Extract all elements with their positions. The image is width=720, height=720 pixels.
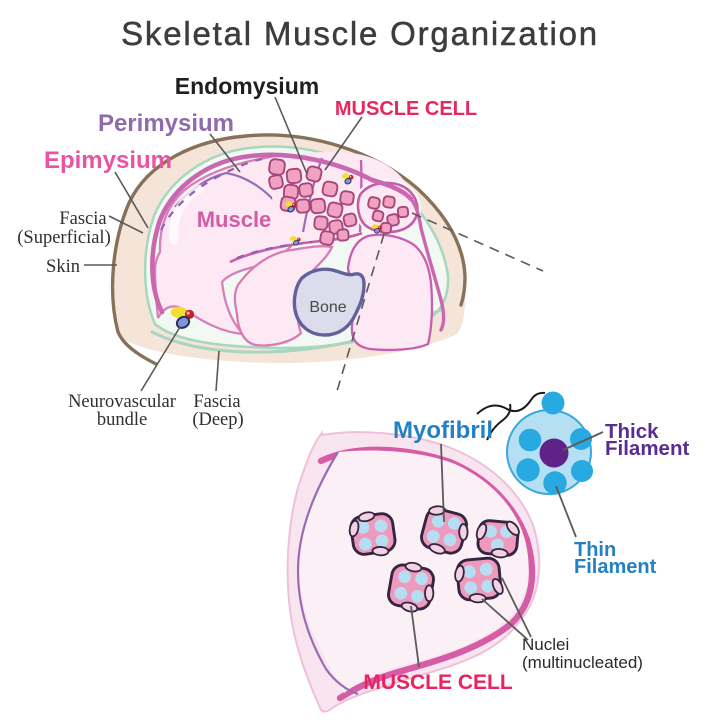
svg-text:bundle: bundle (97, 410, 147, 430)
svg-text:Myofibril: Myofibril (393, 417, 493, 444)
svg-text:Filament: Filament (605, 437, 689, 460)
svg-text:Endomysium: Endomysium (175, 73, 319, 99)
svg-text:MUSCLE CELL: MUSCLE CELL (363, 671, 513, 694)
svg-text:Thick: Thick (605, 420, 659, 443)
svg-text:Skeletal Muscle Organization: Skeletal Muscle Organization (121, 15, 599, 52)
svg-text:Perimysium: Perimysium (98, 110, 234, 137)
svg-text:(multinucleated): (multinucleated) (522, 653, 643, 672)
svg-text:Muscle: Muscle (197, 207, 272, 232)
svg-text:Fascia: Fascia (193, 392, 240, 412)
svg-text:MUSCLE CELL: MUSCLE CELL (335, 98, 477, 120)
svg-text:(Deep): (Deep) (192, 410, 243, 430)
svg-text:Filament: Filament (574, 556, 657, 578)
svg-text:Nuclei: Nuclei (522, 635, 569, 654)
svg-text:(Superficial): (Superficial) (17, 228, 111, 248)
svg-text:Skin: Skin (46, 257, 80, 277)
svg-text:Fascia: Fascia (59, 209, 106, 229)
svg-text:Epimysium: Epimysium (44, 147, 172, 174)
svg-text:Neurovascular: Neurovascular (68, 392, 176, 412)
svg-text:Bone: Bone (309, 299, 346, 316)
svg-text:Thin: Thin (574, 539, 616, 561)
